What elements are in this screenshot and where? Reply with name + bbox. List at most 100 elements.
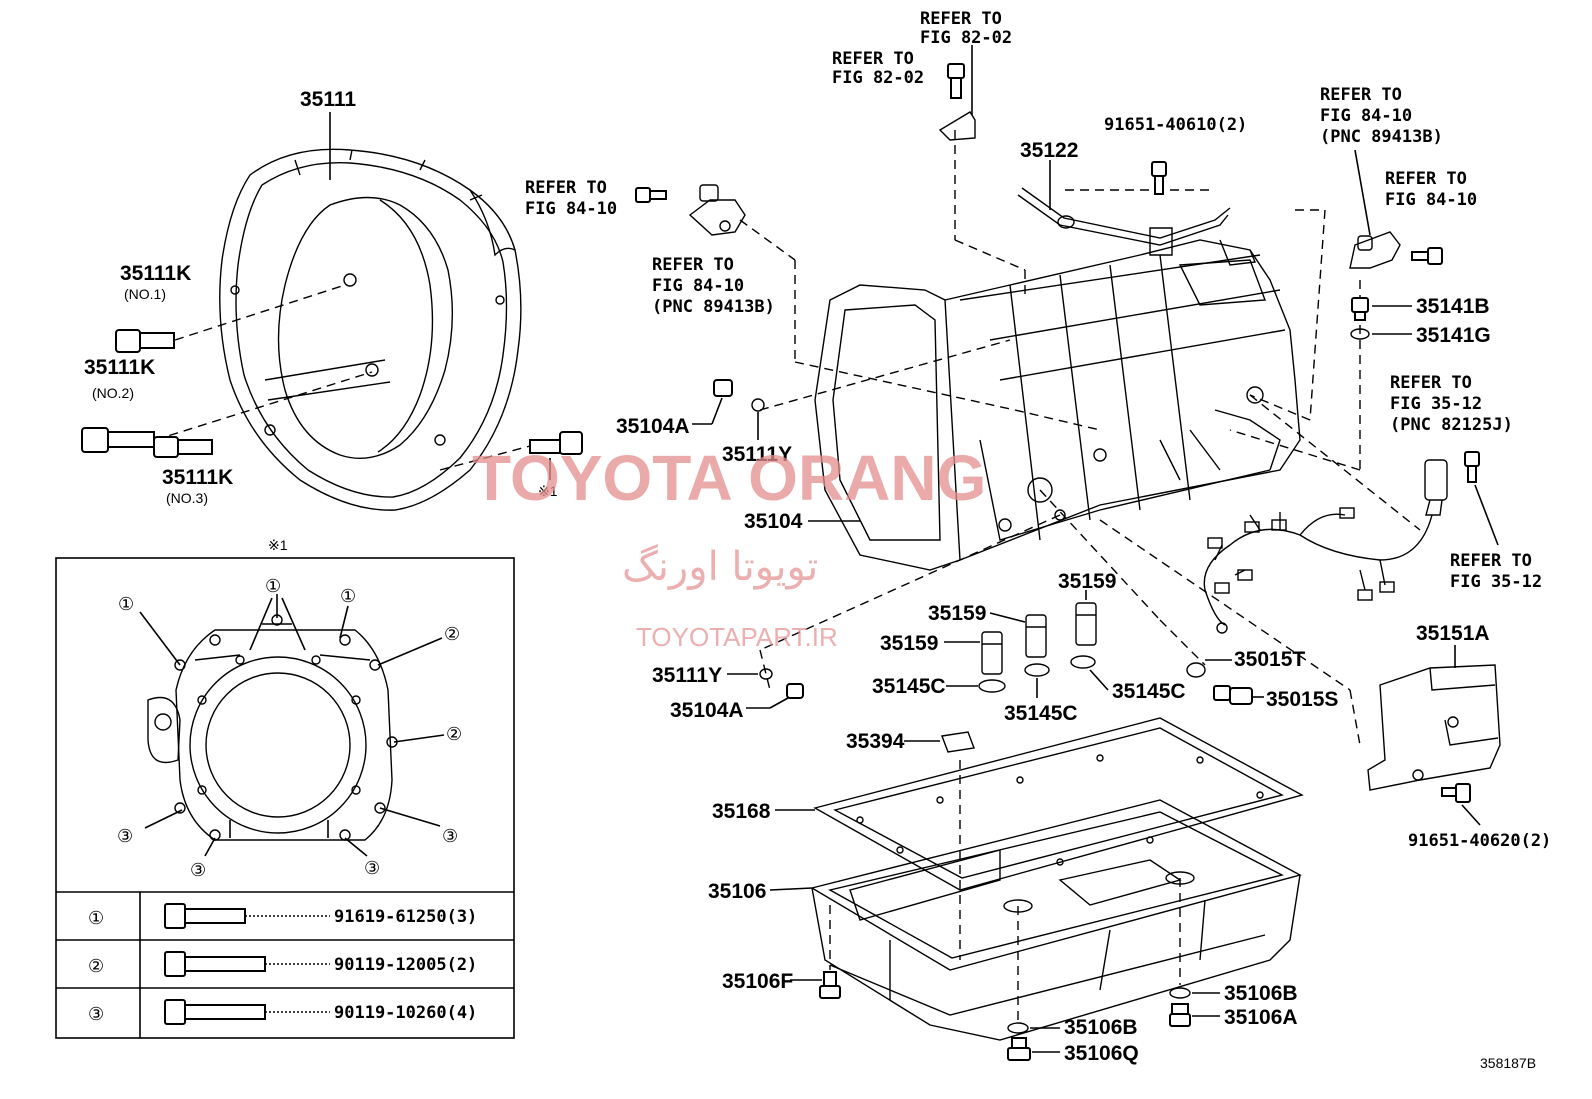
ref4-line2: FIG 84-10 <box>652 276 744 296</box>
label-35159-c: 35159 <box>880 632 938 655</box>
plug-35106a[interactable] <box>1169 1003 1191 1027</box>
ref8-line1: REFER TO <box>1450 551 1532 571</box>
ref3-line2: FIG 84-10 <box>525 199 617 219</box>
bolt-icon-row-3 <box>164 999 330 1025</box>
washer-35145c-a[interactable] <box>978 679 1006 693</box>
label-35106b-right: 35106B <box>1224 982 1298 1005</box>
washer-35145c-b[interactable] <box>1024 663 1050 677</box>
plug-35104a-bottom[interactable] <box>786 683 804 699</box>
label-35111k-no3: 35111K <box>162 466 233 489</box>
label-35015t: 35015T <box>1234 648 1305 671</box>
label-35145c-b: 35145C <box>1004 702 1078 725</box>
label-35106: 35106 <box>708 880 766 903</box>
label-35111k-no2-sub: (NO.2) <box>92 385 134 401</box>
watermark-site: TOYOTAPART.IR <box>636 622 838 652</box>
marker-1-right: ① <box>340 586 356 606</box>
bolt-icon-row-2 <box>164 951 330 977</box>
oring-35111y-top[interactable] <box>751 398 765 412</box>
washer-35141g[interactable] <box>1350 328 1370 340</box>
label-35104a-top: 35104A <box>616 415 690 438</box>
label-35015s: 35015S <box>1266 688 1338 711</box>
magnet-35394[interactable] <box>941 731 975 753</box>
ref5-line1: REFER TO <box>1320 85 1402 105</box>
table-row-1-part: 91619-61250(3) <box>334 907 477 927</box>
bolt-ref-84-10-right[interactable] <box>1411 247 1443 265</box>
ref4-line1: REFER TO <box>652 255 734 275</box>
ref8-line2: FIG 35-12 <box>1450 572 1542 592</box>
bolt-icon-row-1 <box>164 903 330 929</box>
bracket-ref-82-02[interactable] <box>938 45 976 141</box>
plug-35106q[interactable] <box>1007 1037 1031 1061</box>
detail-markers <box>139 594 445 857</box>
plate-35151a[interactable] <box>1367 664 1501 791</box>
label-35145c-c: 35145C <box>1112 680 1186 703</box>
diagram-id: 358187B <box>1480 1055 1536 1071</box>
ref2-line2: FIG 82-02 <box>832 68 924 88</box>
sensor-82125j[interactable] <box>1424 459 1448 516</box>
pin-35159-a[interactable] <box>1075 602 1097 646</box>
oil-pan-35106[interactable] <box>810 799 1302 1041</box>
label-35106a: 35106A <box>1224 1006 1298 1029</box>
label-35111: 35111 <box>300 88 356 111</box>
label-35111k-no2: 35111K <box>84 356 155 379</box>
bolt-35111k-no1[interactable] <box>115 329 175 353</box>
bolt-35111k-no3[interactable] <box>153 436 213 458</box>
bolt-91651-40620[interactable] <box>1441 783 1471 803</box>
washer-35145c-c[interactable] <box>1070 655 1096 669</box>
bolt-note1[interactable] <box>529 431 583 455</box>
ref5-line3: (PNC 89413B) <box>1320 127 1443 147</box>
bolt-ref-82-02[interactable] <box>947 63 965 99</box>
detail-title: ※1 <box>268 537 288 553</box>
label-35151a: 35151A <box>1416 622 1490 645</box>
label-35106q: 35106Q <box>1064 1042 1139 1065</box>
detail-box <box>55 557 515 1039</box>
plug-35106f[interactable] <box>819 971 841 999</box>
label-35159-a: 35159 <box>1058 570 1116 593</box>
plug-35015s[interactable] <box>1213 685 1253 705</box>
ref1-line1: REFER TO <box>920 9 1002 29</box>
bolt-35111k-no2[interactable] <box>81 427 155 453</box>
oring-35015t[interactable] <box>1186 662 1206 678</box>
marker-3-bl: ③ <box>190 860 206 880</box>
bolt-ref-35-12[interactable] <box>1464 451 1480 483</box>
bolt-ref-84-10-left[interactable] <box>635 187 667 203</box>
label-35111y-top: 35111Y <box>722 443 792 466</box>
marker-3-right: ③ <box>442 826 458 846</box>
ref7-line1: REFER TO <box>1390 373 1472 393</box>
pin-35159-c[interactable] <box>981 631 1003 675</box>
label-35168: 35168 <box>712 800 771 823</box>
label-35145c-a: 35145C <box>872 675 946 698</box>
ref4-line3: (PNC 89413B) <box>652 297 775 317</box>
bell-housing-35111[interactable] <box>219 148 522 511</box>
marker-2-mid: ② <box>446 724 462 744</box>
detail-housing-front <box>147 614 398 841</box>
label-35111k-no1-sub: (NO.1) <box>124 286 166 302</box>
washer-35106b-right[interactable] <box>1169 987 1191 999</box>
bolt-35141b[interactable] <box>1351 297 1369 321</box>
speed-sensor-89413b-right[interactable] <box>1349 231 1401 269</box>
table-row-3-mark: ③ <box>88 1004 104 1024</box>
pin-35159-b[interactable] <box>1025 614 1047 658</box>
ref7-line2: FIG 35-12 <box>1390 394 1482 414</box>
transmission-case-35104[interactable] <box>814 239 1301 571</box>
ref3-line1: REFER TO <box>525 178 607 198</box>
marker-2-top: ② <box>444 624 460 644</box>
label-35159-b: 35159 <box>928 602 986 625</box>
label-35104: 35104 <box>744 510 803 533</box>
bolt-91651-40610[interactable] <box>1151 161 1167 195</box>
label-35141g: 35141G <box>1416 324 1491 347</box>
oring-35111y-bottom[interactable] <box>759 668 773 680</box>
ref6-line2: FIG 84-10 <box>1385 190 1477 210</box>
plug-35104a-top[interactable] <box>713 379 733 397</box>
ref7-line3: (PNC 82125J) <box>1390 415 1513 435</box>
wire-harness[interactable] <box>1203 507 1433 634</box>
label-35122: 35122 <box>1020 139 1078 162</box>
marker-3-left: ③ <box>117 826 133 846</box>
table-row-2-part: 90119-12005(2) <box>334 955 477 975</box>
washer-35106b-bottom[interactable] <box>1007 1022 1029 1034</box>
speed-sensor-89413b-left[interactable] <box>688 184 746 236</box>
label-35111k-no3-sub: (NO.3) <box>166 490 208 506</box>
label-35106b-bottom: 35106B <box>1064 1016 1138 1039</box>
marker-1-left: ① <box>118 594 134 614</box>
table-row-1-mark: ① <box>88 908 104 928</box>
